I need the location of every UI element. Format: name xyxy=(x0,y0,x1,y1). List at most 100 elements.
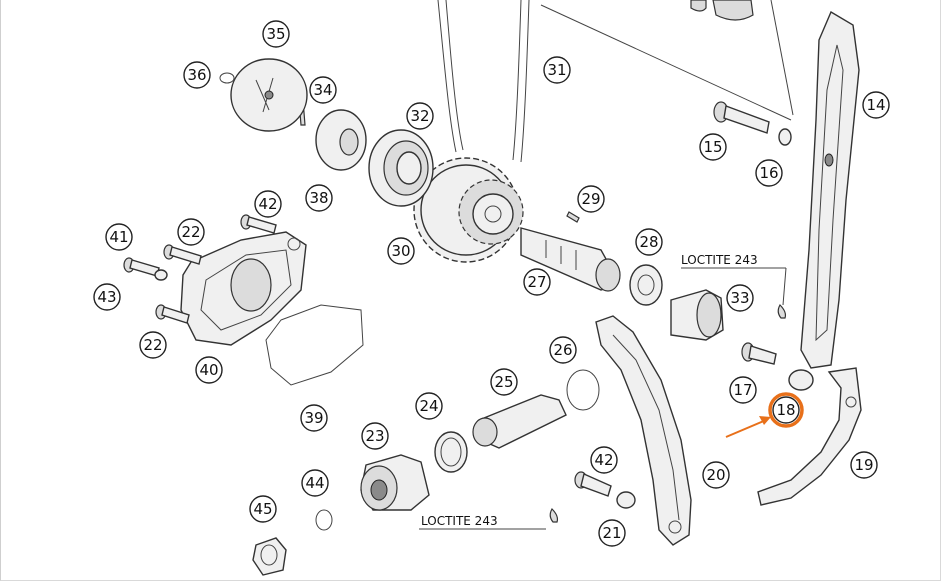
bolt-42-upper xyxy=(240,214,277,234)
svg-text:19: 19 xyxy=(854,456,873,474)
callout-20: 20 xyxy=(702,461,730,489)
callout-21: 21 xyxy=(598,519,626,547)
leader-lines xyxy=(419,267,787,530)
washer-43 xyxy=(154,269,168,281)
callout-45: 45 xyxy=(249,495,277,523)
needle-bearing-33 xyxy=(670,289,724,341)
svg-text:22: 22 xyxy=(181,223,200,241)
key-29 xyxy=(566,211,580,223)
clip-44 xyxy=(315,509,333,531)
callout-18: 18 xyxy=(772,396,800,424)
callout-36: 36 xyxy=(183,61,211,89)
callout-16: 16 xyxy=(755,159,783,187)
svg-text:35: 35 xyxy=(266,25,285,43)
chain-guide-rail xyxy=(800,10,860,369)
svg-text:33: 33 xyxy=(730,289,749,307)
svg-text:42: 42 xyxy=(594,451,613,469)
bushing-18 xyxy=(788,369,814,391)
callout-40: 40 xyxy=(195,356,223,384)
svg-text:14: 14 xyxy=(866,96,885,114)
housing-23 xyxy=(360,454,430,511)
callout-25: 25 xyxy=(490,368,518,396)
callout-22-upper: 22 xyxy=(177,218,205,246)
svg-text:26: 26 xyxy=(553,341,572,359)
callout-34: 34 xyxy=(309,76,337,104)
callout-41: 41 xyxy=(105,223,133,251)
callout-32: 32 xyxy=(406,102,434,130)
bolt-22-upper xyxy=(163,244,202,265)
washer-28 xyxy=(629,264,663,306)
svg-text:18: 18 xyxy=(776,401,795,419)
svg-text:32: 32 xyxy=(410,107,429,125)
callout-35: 35 xyxy=(262,20,290,48)
seal-38 xyxy=(315,109,367,171)
svg-text:30: 30 xyxy=(391,242,410,260)
svg-text:36: 36 xyxy=(187,66,206,84)
svg-text:27: 27 xyxy=(527,273,546,291)
svg-text:15: 15 xyxy=(703,138,722,156)
bolt-22-lower xyxy=(155,304,190,324)
callout-26: 26 xyxy=(549,336,577,364)
callout-31: 31 xyxy=(543,56,571,84)
svg-text:16: 16 xyxy=(759,164,778,182)
svg-text:42: 42 xyxy=(258,195,277,213)
callout-29: 29 xyxy=(577,185,605,213)
washer-16 xyxy=(778,128,792,146)
timing-chain xyxy=(437,0,794,163)
impeller-35 xyxy=(230,58,308,132)
svg-text:34: 34 xyxy=(313,81,332,99)
bolt-41 xyxy=(123,257,160,277)
svg-text:31: 31 xyxy=(547,61,566,79)
bolt-42-lower xyxy=(574,471,612,497)
svg-text:38: 38 xyxy=(309,189,328,207)
svg-text:28: 28 xyxy=(639,233,658,251)
svg-text:22: 22 xyxy=(143,336,162,354)
svg-text:20: 20 xyxy=(706,466,725,484)
callout-42-upper: 42 xyxy=(254,190,282,218)
svg-text:17: 17 xyxy=(733,381,752,399)
loctite-drop-lower xyxy=(549,508,559,523)
callout-39: 39 xyxy=(300,404,328,432)
clip-36 xyxy=(219,72,235,84)
ring-24 xyxy=(434,431,468,473)
tensioner-rail-19 xyxy=(757,367,862,506)
svg-text:23: 23 xyxy=(365,427,384,445)
bolt-15 xyxy=(713,101,770,134)
svg-text:24: 24 xyxy=(419,397,438,415)
svg-text:41: 41 xyxy=(109,228,128,246)
callout-23: 23 xyxy=(361,422,389,450)
bolt-17 xyxy=(741,342,777,365)
svg-text:39: 39 xyxy=(304,409,323,427)
svg-text:45: 45 xyxy=(253,500,272,518)
pump-cover-40 xyxy=(180,231,307,346)
svg-text:25: 25 xyxy=(494,373,513,391)
svg-text:44: 44 xyxy=(305,474,324,492)
highlight-callout-18 xyxy=(725,392,804,438)
svg-text:43: 43 xyxy=(97,288,116,306)
callout-17: 17 xyxy=(729,376,757,404)
loctite-label-upper: LOCTITE 243 xyxy=(681,253,758,267)
gear-30 xyxy=(413,157,524,263)
svg-text:29: 29 xyxy=(581,190,600,208)
callout-27: 27 xyxy=(523,268,551,296)
oring-26 xyxy=(566,369,600,411)
callout-19: 19 xyxy=(850,451,878,479)
svg-text:40: 40 xyxy=(199,361,218,379)
loctite-label-lower: LOCTITE 243 xyxy=(421,514,498,528)
callout-44: 44 xyxy=(301,469,329,497)
loctite-drop-upper xyxy=(777,304,787,319)
svg-text:21: 21 xyxy=(602,524,621,542)
callout-33: 33 xyxy=(726,284,754,312)
callout-24: 24 xyxy=(415,392,443,420)
callout-14: 14 xyxy=(862,91,890,119)
callout-42-lower: 42 xyxy=(590,446,618,474)
callout-28: 28 xyxy=(635,228,663,256)
camshaft-27 xyxy=(520,227,621,292)
callout-22-lower: 22 xyxy=(139,331,167,359)
sleeve-21 xyxy=(616,491,636,509)
chain-guide-20 xyxy=(595,315,692,546)
callout-30: 30 xyxy=(387,237,415,265)
piston-25 xyxy=(472,394,567,449)
